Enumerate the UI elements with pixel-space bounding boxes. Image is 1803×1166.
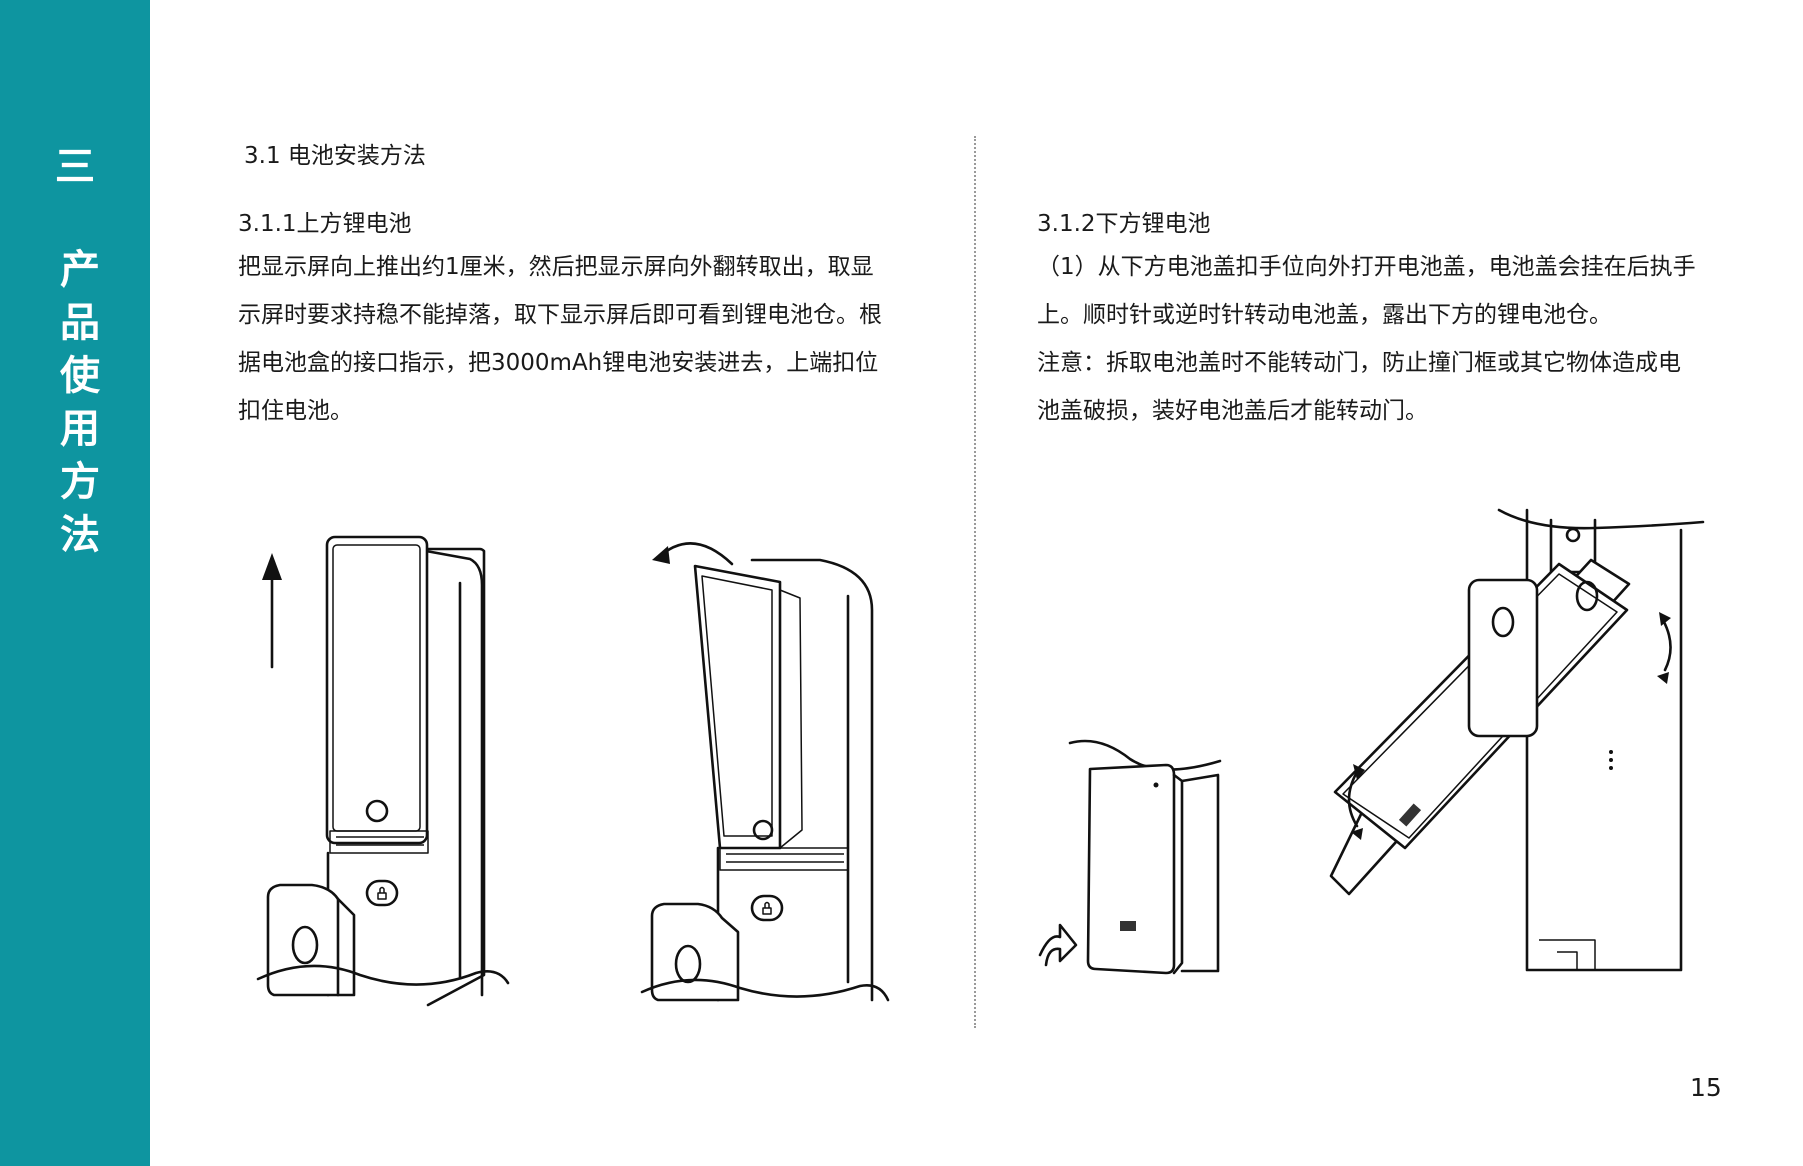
arrow-up-head-icon [262,553,282,580]
paragraph-line: 池盖破损，装好电池盖后才能转动门。 [1037,398,1428,424]
left-paragraph: 把显示屏向上推出约1厘米，然后把显示屏向外翻转取出，取显 示屏时要求持稳不能掉落… [238,243,928,435]
chapter-sidebar: 三 产 品 使 用 方 法 [0,0,150,1166]
right-paragraph: （1）从下方电池盖扣手位向外打开电池盖，电池盖会挂在后执手 上。顺时针或逆时针转… [1037,243,1737,435]
figure-rotate-cover [1329,508,1705,972]
left-subtitle: 3.1.1上方锂电池 [238,211,412,237]
chapter-title-char: 产 [60,247,100,293]
right-subtitle: 3.1.2下方锂电池 [1037,211,1211,237]
paragraph-line: 把显示屏向上推出约1厘米，然后把显示屏向外翻转取出，取显 [238,254,874,280]
paragraph-line: 扣住电池。 [238,398,353,424]
figure-flip-display [640,542,890,1002]
chapter-title-char: 法 [60,512,100,558]
chapter-title-char: 方 [60,459,100,505]
figure-lower-cover [1038,739,1222,975]
rotate-arrow-icon [1661,618,1672,672]
fingerprint-icon [365,799,389,823]
battery-cover [1086,763,1176,975]
paragraph-line: 上。顺时针或逆时针转动电池盖，露出下方的锂电池仓。 [1037,302,1612,328]
section-title: 3.1 电池安装方法 [244,143,426,169]
fingerprint-icon [752,819,774,841]
paragraph-line: 示屏时要求持稳不能掉落，取下显示屏后即可看到锂电池仓。根 [238,302,882,328]
rotate-arrow-icon [1347,770,1359,828]
lock-button-icon [750,894,784,922]
figure-push-display-up [256,535,510,1007]
door-handle [1467,578,1539,738]
chapter-title-char: 使 [60,353,100,399]
chapter-title: 产 品 使 用 方 法 [0,250,160,555]
page-number: 15 [1690,1073,1722,1102]
display-panel [325,535,429,845]
paragraph-line: （1）从下方电池盖扣手位向外打开电池盖，电池盖会挂在后执手 [1037,254,1696,280]
chapter-title-char: 品 [60,300,100,346]
paragraph-line: 据电池盒的接口指示，把3000mAh锂电池安装进去，上端扣位 [238,350,879,376]
chapter-title-char: 用 [60,406,100,452]
lock-button-icon [365,879,399,907]
rotate-arrow-icon [1038,923,1078,967]
chapter-number: 三 [55,144,95,190]
door-handle [266,883,356,997]
column-divider [974,136,976,1028]
display-panel [693,564,782,850]
door-handle [650,902,740,1002]
paragraph-line: 注意：拆取电池盖时不能转动门，防止撞门框或其它物体造成电 [1037,350,1681,376]
